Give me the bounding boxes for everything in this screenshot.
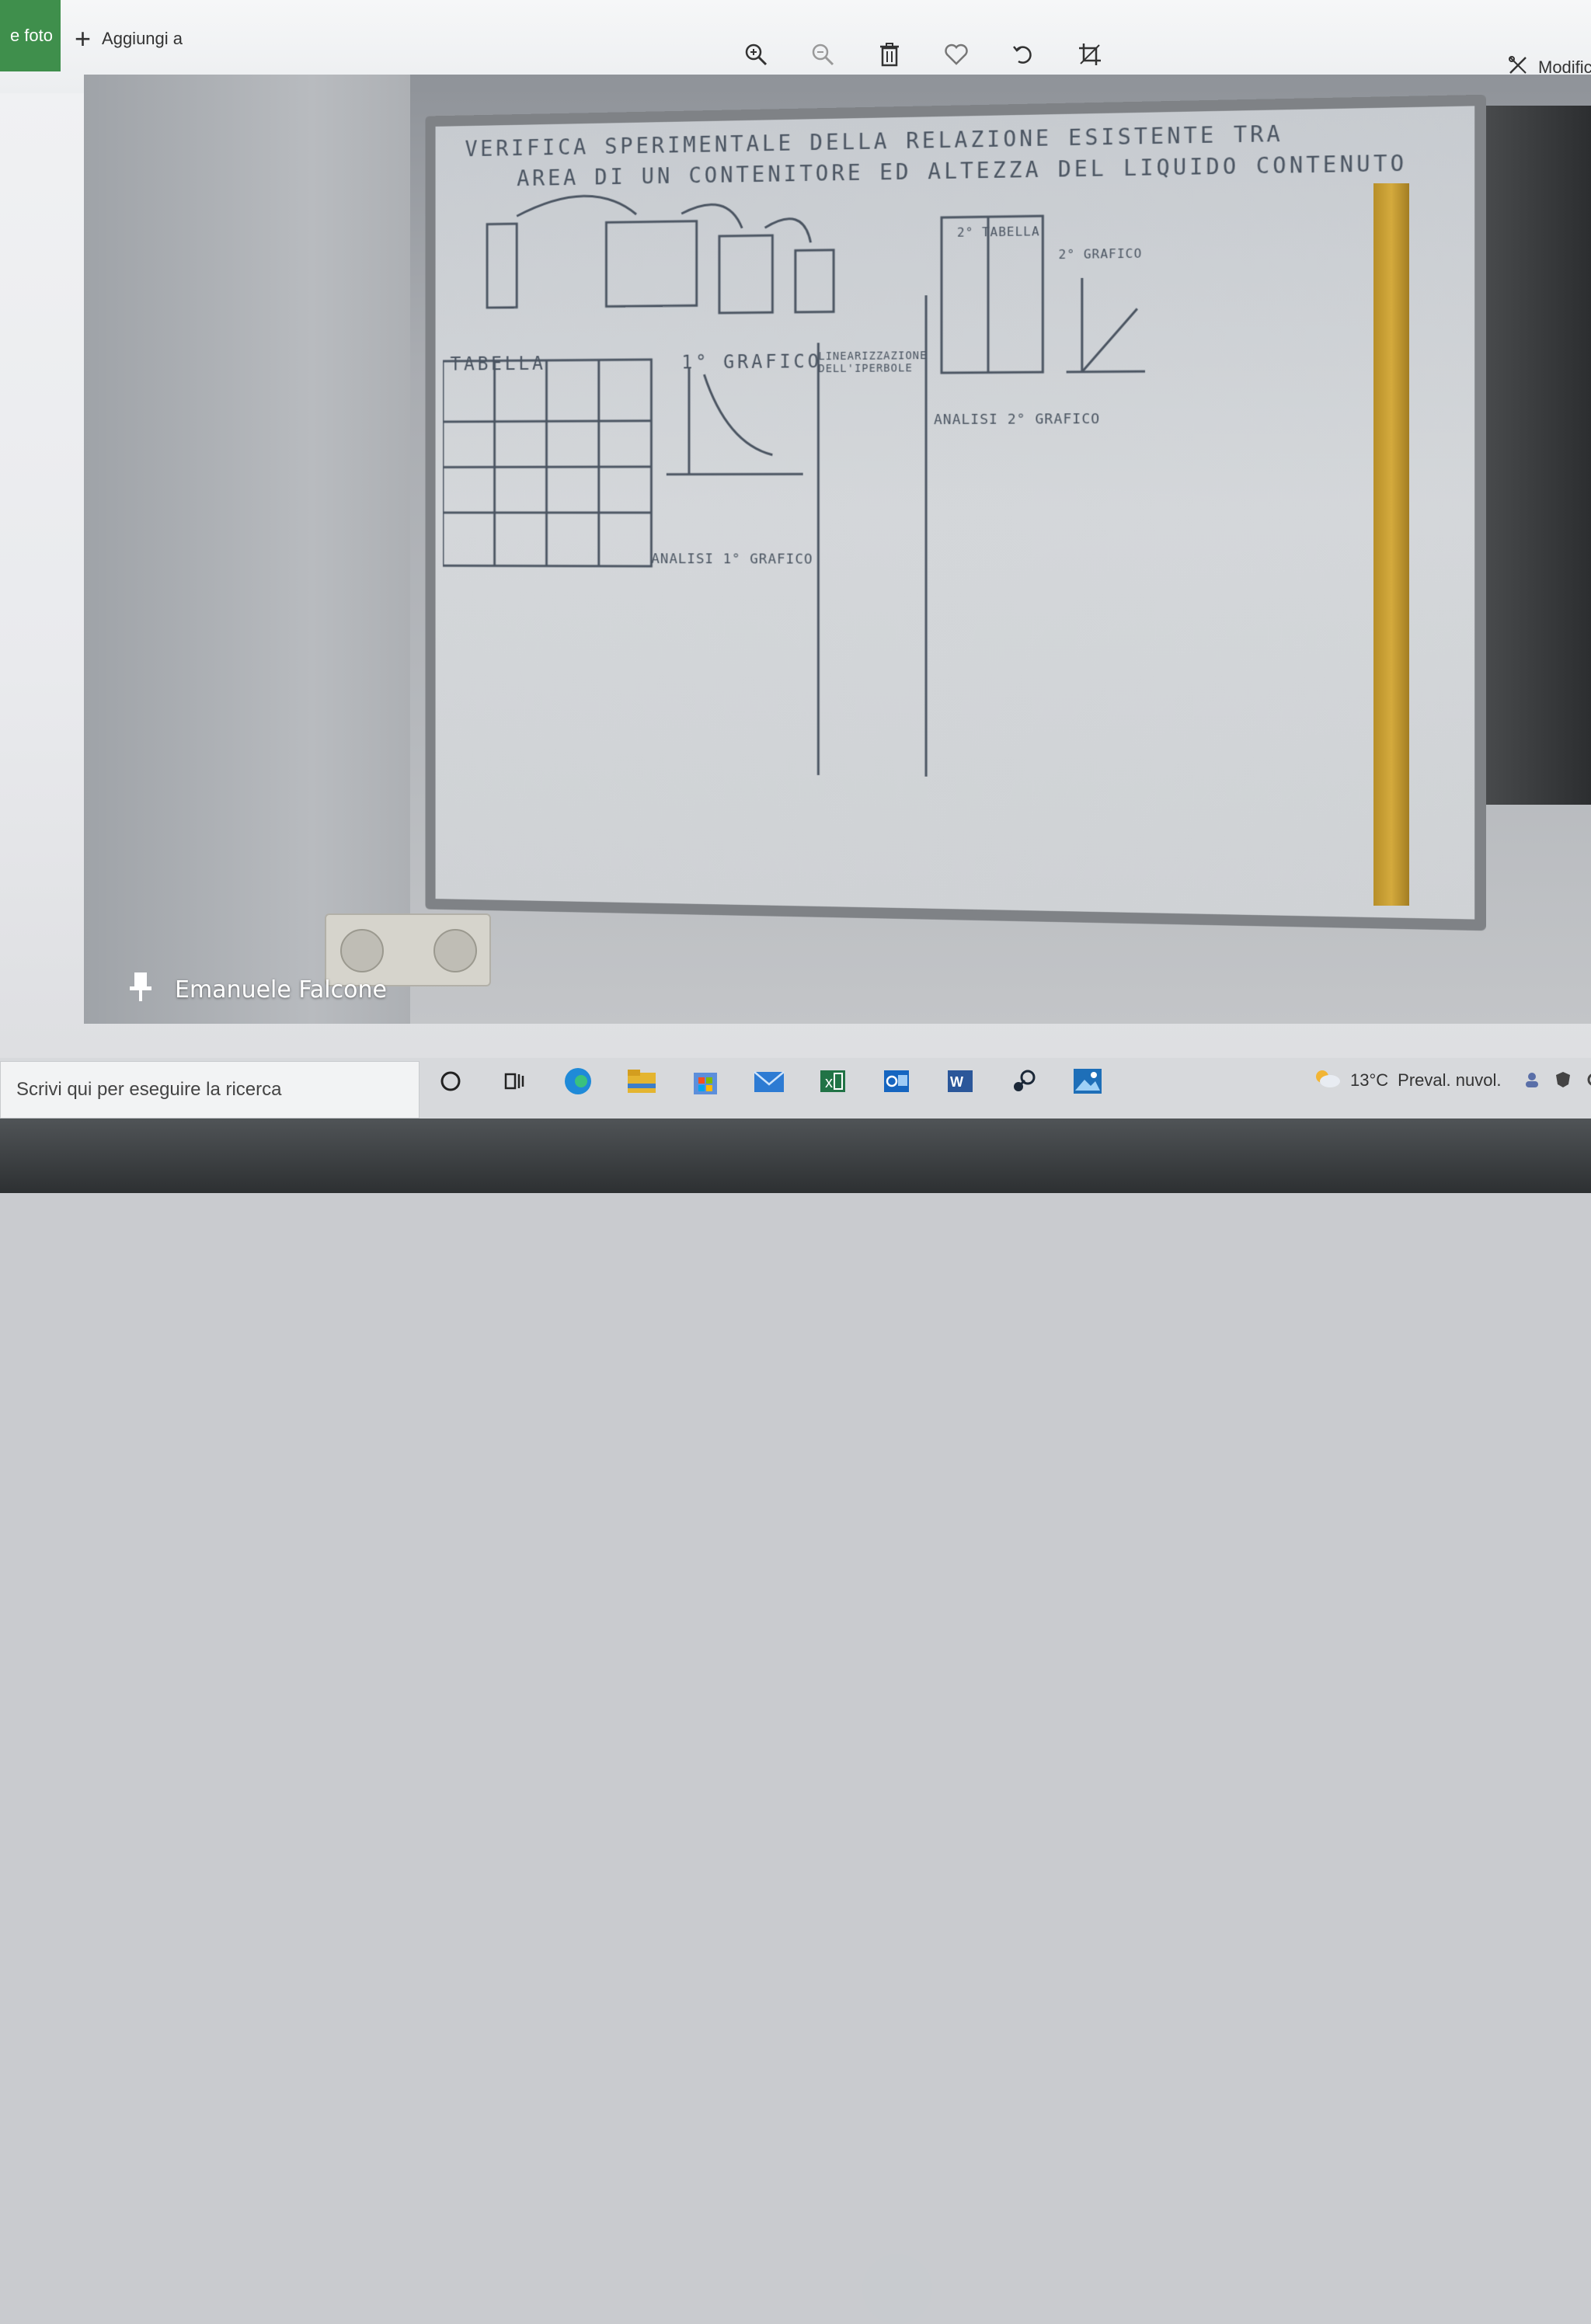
weather-widget[interactable]: 13°C Preval. nuvol.	[1313, 1067, 1501, 1094]
tab-foto-label: e foto	[10, 26, 53, 46]
add-to-button[interactable]: + Aggiungi a	[75, 23, 183, 54]
whiteboard: VERIFICA SPERIMENTALE DELLA RELAZIONE ES…	[425, 95, 1486, 931]
edge-icon[interactable]	[561, 1064, 595, 1098]
plus-icon: +	[75, 25, 91, 53]
board-linearize-label: LINEARIZZAZIONE DELL'IPERBOLE	[818, 350, 934, 375]
store-icon[interactable]	[688, 1064, 722, 1098]
board-graph1-label: 1° GRAFICO	[681, 350, 822, 373]
word-icon[interactable]: W	[943, 1064, 977, 1098]
file-explorer-icon[interactable]	[625, 1064, 659, 1098]
board-analysis1-label: ANALISI 1° GRAFICO	[651, 551, 813, 567]
add-to-label: Aggiungi a	[102, 29, 183, 49]
heart-icon[interactable]	[942, 40, 970, 68]
svg-text:W: W	[950, 1074, 963, 1090]
crop-icon[interactable]	[1076, 40, 1104, 68]
search-placeholder: Scrivi qui per eseguire la ricerca	[16, 1079, 281, 1101]
board-rail	[1373, 183, 1409, 906]
defender-icon[interactable]	[1554, 1070, 1572, 1093]
toolbar-actions	[742, 40, 1104, 68]
participant-label: Emanuele Falcone	[128, 971, 387, 1008]
settings-gear-icon[interactable]	[1585, 1070, 1591, 1093]
task-view-icon[interactable]	[497, 1064, 531, 1098]
tab-foto[interactable]: e foto	[0, 0, 61, 71]
people-icon[interactable]	[1523, 1070, 1541, 1093]
blackboard	[1474, 106, 1591, 805]
excel-icon[interactable]: x	[816, 1064, 850, 1098]
participant-name: Emanuele Falcone	[175, 976, 387, 1004]
zoom-out-icon[interactable]	[809, 40, 837, 68]
hp-logo	[862, 2254, 932, 2324]
taskbar-search-input[interactable]: Scrivi qui per eseguire la ricerca	[0, 1061, 420, 1119]
cloud-sun-icon	[1313, 1067, 1341, 1094]
delete-icon[interactable]	[876, 40, 903, 68]
weather-desc: Preval. nuvol.	[1398, 1070, 1501, 1091]
weather-temp: 13°C	[1350, 1070, 1388, 1091]
laptop-bezel	[0, 1119, 1591, 1193]
rotate-icon[interactable]	[1009, 40, 1037, 68]
system-tray	[1523, 1070, 1591, 1093]
svg-text:x: x	[825, 1074, 833, 1091]
video-frame: VERIFICA SPERIMENTALE DELLA RELAZIONE ES…	[84, 75, 1591, 1024]
board-table2-label: 2° TABELLA	[957, 224, 1040, 240]
wall	[84, 75, 410, 1024]
board-graph2-label: 2° GRAFICO	[1059, 246, 1143, 263]
socket	[340, 929, 384, 972]
pin-icon[interactable]	[128, 971, 153, 1008]
photos-icon[interactable]	[1071, 1064, 1105, 1098]
taskbar-apps: x W	[433, 1064, 1105, 1098]
steam-icon[interactable]	[1007, 1064, 1041, 1098]
outlook-icon[interactable]	[879, 1064, 914, 1098]
board-drawing	[443, 178, 1450, 942]
laptop-screen: e foto + Aggiungi a	[0, 0, 1591, 1119]
cortana-icon[interactable]	[433, 1064, 468, 1098]
mail-icon[interactable]	[752, 1064, 786, 1098]
board-table-label: TABELLA	[451, 353, 546, 374]
zoom-in-icon[interactable]	[742, 40, 770, 68]
socket	[433, 929, 477, 972]
board-analysis2-label: ANALISI 2° GRAFICO	[934, 411, 1100, 428]
